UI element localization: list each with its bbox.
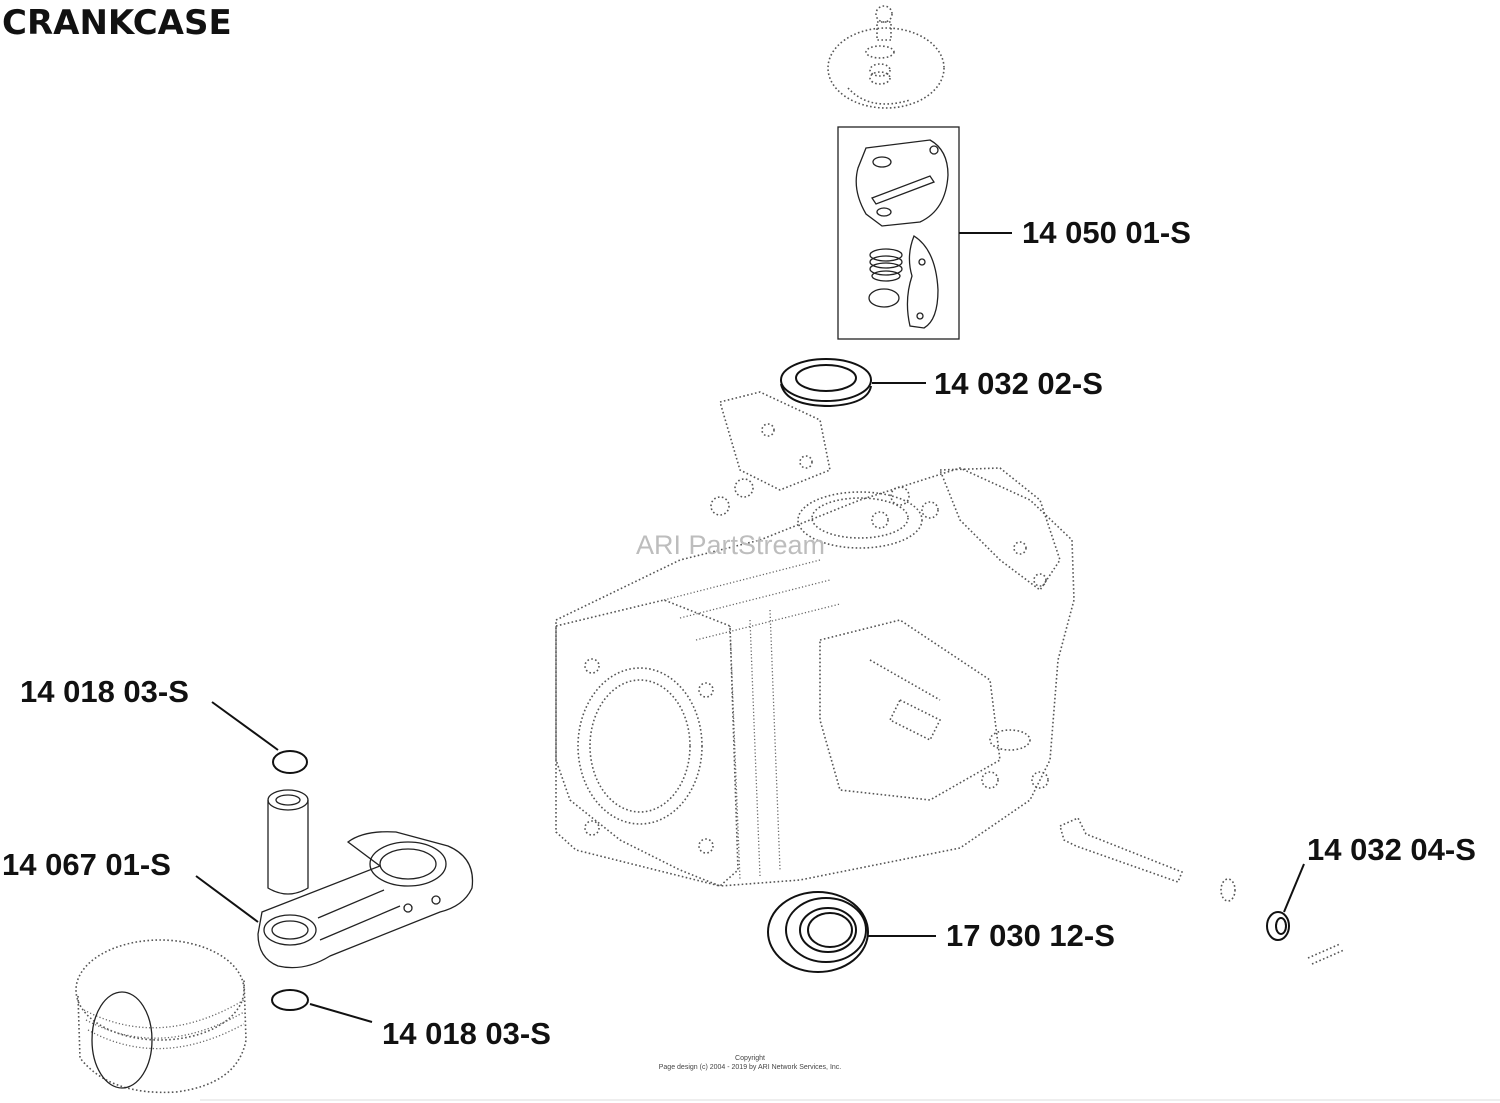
ball-bearing-drawing: [767, 891, 869, 973]
leader-retaining-ring-bottom: [309, 1003, 373, 1023]
diagram-title: CRANKCASE: [2, 3, 232, 43]
callout-ball-bearing: 17 030 12-S: [946, 918, 1115, 953]
footer-copyright: Copyright: [735, 1055, 765, 1062]
leader-oil-seal-side: [1283, 863, 1305, 913]
oil-seal-top-drawing: [780, 358, 872, 408]
piston-pin-drawing: [267, 789, 309, 895]
governor-kit-box: [837, 126, 960, 340]
governor-gear-drawing: [827, 5, 945, 109]
callout-connecting-rod: 14 067 01-S: [2, 847, 171, 882]
connecting-rod-drawing: [257, 831, 474, 969]
leader-connecting-rod: [195, 875, 259, 923]
callout-oil-seal-side: 14 032 04-S: [1307, 832, 1476, 867]
oil-seal-side-drawing: [1266, 911, 1290, 941]
callout-governor-kit: 14 050 01-S: [1022, 215, 1191, 250]
retaining-ring-bottom-drawing: [271, 989, 309, 1011]
leader-retaining-ring-top: [211, 701, 279, 751]
callout-oil-seal-top: 14 032 02-S: [934, 366, 1103, 401]
crankcase-drawing: [555, 391, 1075, 887]
piston-drawing: [75, 939, 247, 1094]
footer-page-design: Page design (c) 2004 - 2019 by ARI Netwo…: [659, 1064, 842, 1071]
callout-retaining-ring-bottom: 14 018 03-S: [382, 1016, 551, 1051]
retaining-ring-top-drawing: [272, 750, 308, 774]
callout-retaining-ring-top: 14 018 03-S: [20, 674, 189, 709]
shaft-pin-drawing: [1059, 816, 1345, 965]
watermark: ARI PartStream: [636, 530, 825, 560]
